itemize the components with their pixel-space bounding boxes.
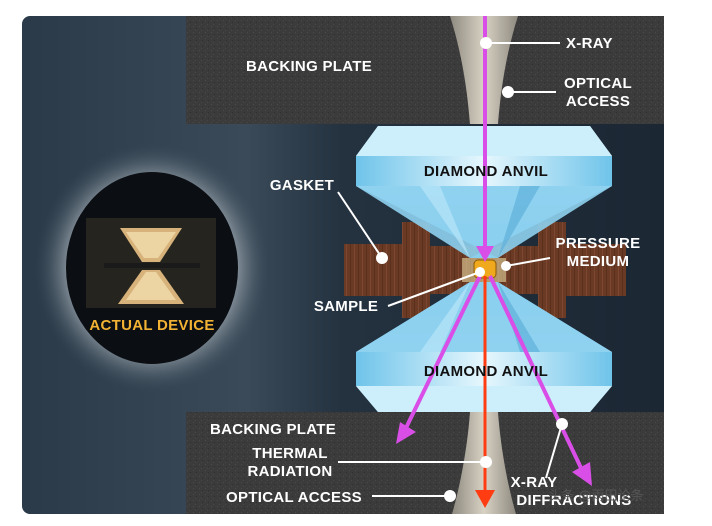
actual-device-label: ACTUAL DEVICE — [89, 317, 214, 334]
sample-label: SAMPLE — [314, 298, 378, 315]
diffraction-arrowhead-right — [572, 462, 592, 486]
optical-access-bottom-label: OPTICAL ACCESS — [226, 489, 362, 506]
x-ray-diffractions-label-2: DIFFRACTIONS — [516, 492, 631, 509]
x-ray-beam-arrowhead — [476, 246, 494, 262]
gasket-label: GASKET — [270, 177, 334, 194]
x-ray-diffractions-label-1: X-RAY — [511, 474, 558, 491]
diffraction-beam-left — [402, 275, 482, 433]
pressure-medium-label-2: MEDIUM — [567, 253, 630, 270]
optical-access-top-label-1: OPTICAL — [564, 75, 632, 92]
thermal-radiation-label-2: RADIATION — [248, 463, 333, 480]
watermark: 头条 @雨田论条 — [548, 488, 643, 504]
optical-access-top-label-2: ACCESS — [566, 93, 630, 110]
backing-plate-top — [186, 16, 664, 124]
pressure-medium-label-1: PRESSURE — [556, 235, 641, 252]
thermal-radiation-label-1: THERMAL — [252, 445, 327, 462]
x-ray-label: X-RAY — [566, 35, 613, 52]
actual-device-photo: ACTUAL DEVICE — [34, 143, 270, 393]
diamond-anvil-top-label: DIAMOND ANVIL — [424, 163, 548, 180]
leader-lines — [337, 37, 568, 502]
backing-plate-bottom-label: BACKING PLATE — [210, 421, 336, 438]
diffraction-arrowhead-left — [396, 422, 416, 444]
diffraction-beam-right — [488, 275, 584, 471]
diamond-anvil-bottom-label: DIAMOND ANVIL — [424, 363, 548, 380]
thermal-radiation-arrowhead — [475, 490, 495, 508]
backing-plate-top-label: BACKING PLATE — [246, 58, 372, 75]
